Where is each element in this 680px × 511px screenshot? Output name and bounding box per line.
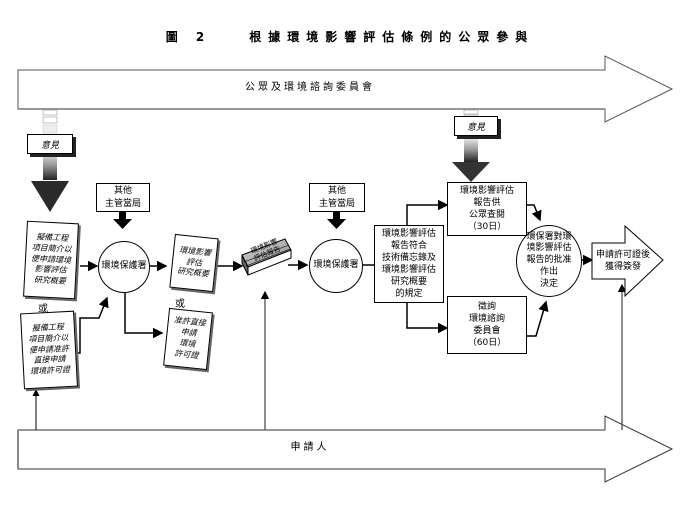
epd-node-1: 環境保護署 (98, 241, 150, 293)
or-label-2: 或 (175, 299, 185, 310)
figure-title: 圖 2 根據環境影響評估條例的公眾參與 (165, 30, 535, 44)
decision-node: 環保署對環 境影響評估 報告的批准 作出 決定 (516, 225, 582, 297)
epd-node-2: 環境保護署 (309, 239, 363, 293)
eia-report-book (241, 238, 292, 276)
bottom-band-label: 申請人 (290, 442, 330, 453)
other-authorities-box-1: 其他 主管當局 (96, 183, 150, 212)
authority-arrow-1 (113, 212, 132, 229)
opinion-box-left: 意見 (27, 134, 73, 154)
bottom-band-arrow (17, 415, 674, 483)
opinion-box-right: 意見 (454, 116, 498, 136)
direct-permit-doc: 准許直接 申請 環境 許可證 (163, 307, 213, 371)
or-label-1: 或 (38, 304, 48, 315)
eia-study-brief-doc: 環境影響 評估 研究概要 (169, 233, 219, 293)
project-profile-direct-doc: 擬備工程 項目簡介以 便申請准許 直接申請 環境許可證 (20, 310, 78, 390)
public-inspection-box: 環境影響評估 報告供 公眾查閱 （30日） (447, 182, 527, 236)
other-authorities-box-2: 其他 主管當局 (309, 183, 365, 212)
top-band-label: 公眾及環境諮詢委員會 (245, 82, 375, 93)
permit-arrow-shape (591, 224, 664, 298)
permit-issued-label: 申請許可證後 獲得簽發 (595, 250, 650, 272)
left-opinion-arrow (31, 109, 69, 212)
authority-arrow-2 (327, 212, 346, 229)
report-compliance-box: 環境影響評估 報告符合 技術備忘錄及 環境影響評估 研究概要 的規定 (374, 225, 444, 303)
project-profile-eia-doc: 擬備工程 項目簡介以 便申請環境 影響評估 研究概要 (23, 220, 79, 300)
connectors (78, 199, 594, 354)
achp-consult-box: 徵詢 環境諮詢 委員會 （60日） (447, 296, 527, 354)
